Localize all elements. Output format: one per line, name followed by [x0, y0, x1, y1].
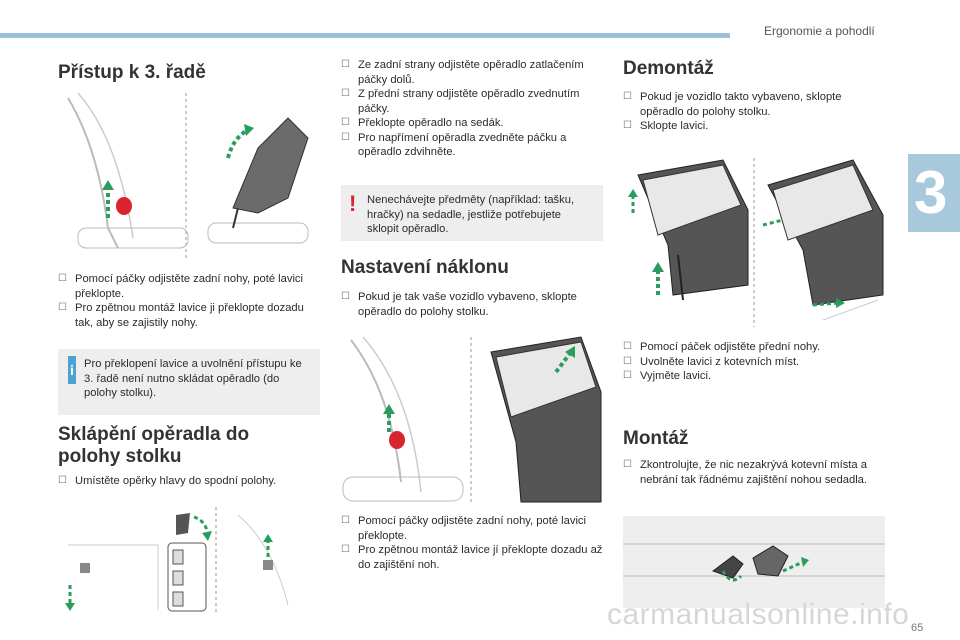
list-item: ☐Umístěte opěrky hlavy do spodní polohy.	[58, 475, 277, 487]
bullet-icon: ☐	[58, 475, 67, 486]
list-item: ☐Pomocí páček odjistěte přední nohy.	[623, 341, 821, 353]
watermark: carmanualsonline.info	[607, 598, 910, 631]
chapter-tab: 3	[908, 154, 960, 232]
heading-removal: Demontáž	[623, 58, 714, 79]
illustration-headrest-lever	[65, 507, 289, 613]
list-item: ☐Pro zpětnou montáž lavice jí překlopte …	[341, 544, 603, 571]
heading-installation: Montáž	[623, 428, 689, 449]
section-name: Ergonomie a pohodlí	[764, 24, 875, 38]
warning-note: ! Nenechávejte předměty (například: tašk…	[341, 185, 603, 241]
list-removal-steps: ☐Pomocí páček odjistěte přední nohy. ☐Uv…	[623, 340, 885, 384]
list-item: ☐Pro napřímení opěradla zvedněte páčku a…	[341, 131, 567, 159]
list-item: ☐Pokud je vozidlo takto vybaveno, sklopt…	[623, 91, 842, 118]
list-installation: ☐Zkontrolujte, že nic nezakrývá kotevní …	[623, 458, 885, 487]
warning-icon: !	[349, 191, 357, 216]
chapter-number: 3	[914, 159, 948, 226]
illustration-removal	[628, 158, 884, 327]
list-recline: ☐Pokud je tak vaše vozidlo vybaveno, skl…	[341, 290, 603, 319]
list-item: ☐Zkontrolujte, že nic nezakrývá kotevní …	[623, 459, 868, 486]
illustration-recline	[342, 336, 602, 504]
list-item: ☐Překlopte opěradlo na sedák.	[341, 117, 504, 129]
illustration-bench-fold	[67, 92, 309, 258]
bullet-icon: ☐	[341, 59, 350, 70]
heading-fold-backrest: Sklápění opěradla do polohy stolku	[58, 424, 250, 467]
list-fold-backrest: ☐Umístěte opěrky hlavy do spodní polohy.	[58, 474, 320, 489]
bullet-icon: ☐	[341, 515, 350, 526]
bullet-icon: ☐	[58, 302, 67, 313]
bullet-icon: ☐	[341, 544, 350, 555]
list-access-steps: ☐Pomocí páčky odjistěte zadní nohy, poté…	[58, 272, 320, 330]
list-item: ☐Vyjměte lavici.	[623, 370, 712, 382]
bullet-icon: ☐	[341, 291, 350, 302]
info-icon: i	[68, 356, 76, 384]
bullet-icon: ☐	[623, 355, 632, 367]
page-number: 65	[911, 622, 924, 634]
header-accent-bar	[0, 33, 730, 38]
bullet-icon: ☐	[623, 91, 632, 102]
illustration-anchor-points	[623, 516, 885, 608]
bullet-icon: ☐	[341, 131, 350, 143]
heading-access-3rd-row: Přístup k 3. řadě	[58, 62, 206, 83]
list-item: ☐Pro zpětnou montáž lavice ji překlopte …	[58, 302, 304, 329]
bullet-icon: ☐	[623, 120, 632, 131]
list-item: ☐Uvolněte lavici z kotevních míst.	[623, 355, 800, 368]
list-item: ☐Ze zadní strany odjistěte opěradlo zatl…	[341, 59, 584, 86]
list-recline-legs: ☐Pomocí páčky odjistěte zadní nohy, poté…	[341, 514, 603, 572]
bullet-icon: ☐	[623, 370, 632, 381]
bullet-icon: ☐	[623, 459, 632, 470]
list-item: ☐Sklopte lavici.	[623, 120, 709, 132]
info-note: i Pro překlopení lavice a uvolnění příst…	[58, 349, 320, 415]
list-item: ☐Pomocí páčky odjistěte zadní nohy, poté…	[341, 515, 587, 542]
heading-recline: Nastavení náklonu	[341, 257, 509, 278]
bullet-icon: ☐	[341, 117, 350, 128]
bullet-icon: ☐	[341, 88, 350, 99]
list-item: ☐Z přední strany odjistěte opěradlo zved…	[341, 88, 580, 115]
list-item: ☐Pomocí páčky odjistěte zadní nohy, poté…	[58, 273, 304, 300]
list-backrest-steps: ☐Ze zadní strany odjistěte opěradlo zatl…	[341, 58, 603, 160]
bullet-icon: ☐	[58, 273, 67, 284]
bullet-icon: ☐	[623, 341, 632, 352]
list-item: ☐Pokud je tak vaše vozidlo vybaveno, skl…	[341, 291, 577, 318]
list-removal: ☐Pokud je vozidlo takto vybaveno, sklopt…	[623, 90, 885, 134]
